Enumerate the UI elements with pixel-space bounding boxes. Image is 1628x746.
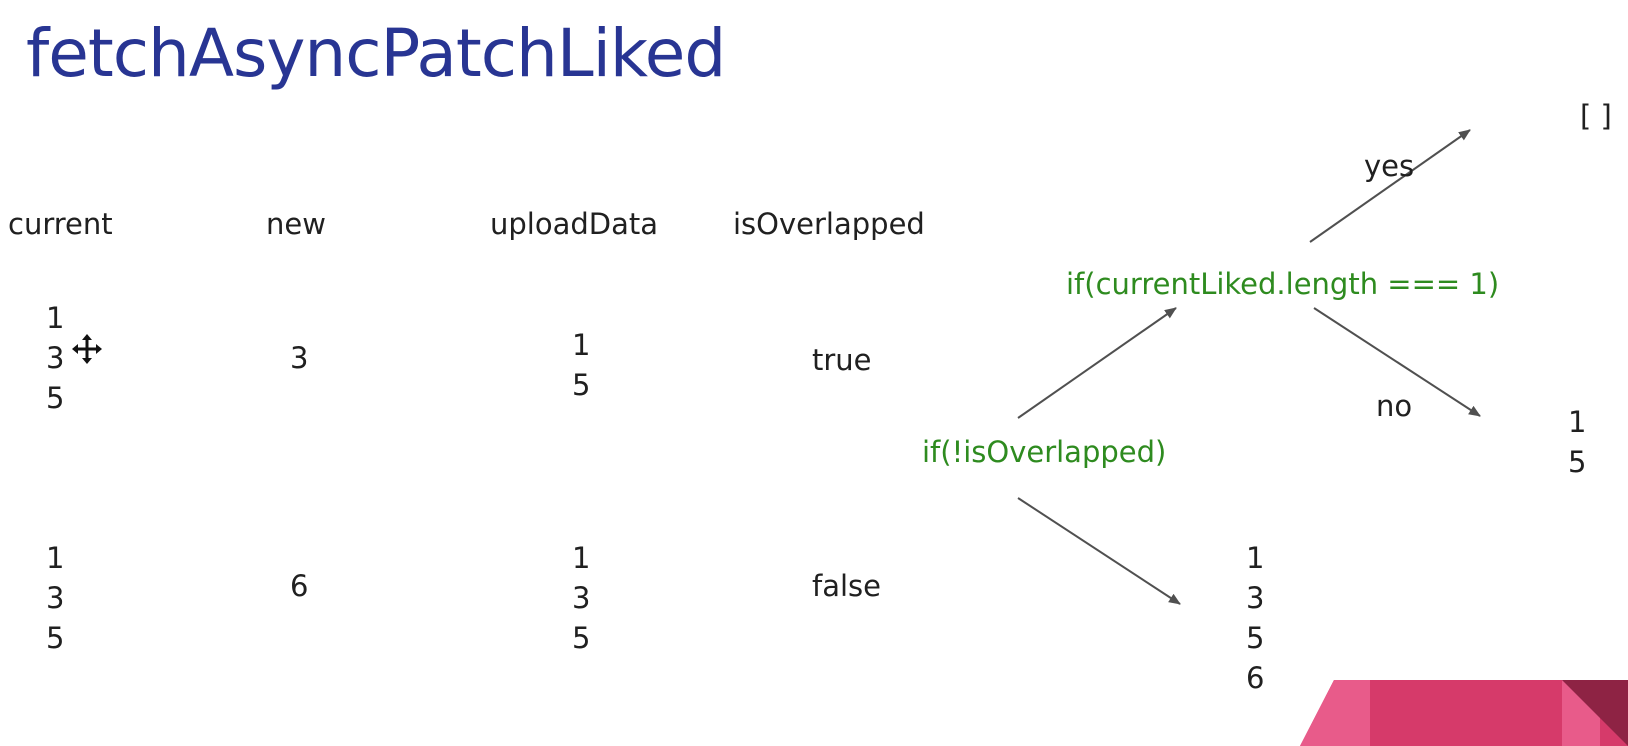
yes-label: yes [1364,149,1415,183]
arrow-overlap-to-result [1017,497,1181,605]
header-new: new [266,207,326,241]
no-label: no [1376,389,1413,423]
result-not-overlapped-value: 6 [1246,661,1265,695]
row2-new-value: 6 [290,569,309,603]
row2-current-value: 3 [46,581,65,615]
condition-not-overlapped: if(!isOverlapped) [922,435,1167,469]
corner-decoration [1300,680,1628,746]
result-not-overlapped-value: 3 [1246,581,1265,615]
header-is-overlapped: isOverlapped [733,207,925,241]
header-upload-data: uploadData [490,207,659,241]
row2-current-values: 1 3 5 [46,538,64,658]
row1-current-values: 1 3 5 [46,298,64,418]
row2-current-value: 1 [46,541,65,575]
result-not-overlapped-value: 1 [1246,541,1265,575]
arrow-overlap-to-length [1017,307,1177,419]
header-current: current [8,207,113,241]
result-no-values: 1 5 [1568,402,1586,482]
row2-current-value: 5 [46,621,65,655]
condition-current-liked-length: if(currentLiked.length === 1) [1066,267,1500,301]
result-not-overlapped-values: 1 3 5 6 [1246,538,1264,698]
result-not-overlapped-value: 5 [1246,621,1265,655]
row2-upload-value: 1 [572,541,591,575]
row1-is-overlapped-value: true [812,343,872,377]
row2-upload-value: 3 [572,581,591,615]
row1-upload-value: 5 [572,368,591,402]
result-no-value: 5 [1568,445,1587,479]
move-cursor-icon [72,334,102,364]
arrow-no [1313,307,1481,417]
row1-upload-value: 1 [572,328,591,362]
row1-current-value: 1 [46,301,65,335]
row2-upload-values: 1 3 5 [572,538,590,658]
row2-upload-value: 5 [572,621,591,655]
result-empty-array: [ ] [1580,99,1612,133]
row1-new-value: 3 [290,341,309,375]
result-no-value: 1 [1568,405,1587,439]
arrow-yes [1309,129,1471,243]
row1-current-value: 5 [46,381,65,415]
row1-upload-values: 1 5 [572,325,590,405]
row1-current-value: 3 [46,341,65,375]
page-title: fetchAsyncPatchLiked [26,15,726,92]
row2-is-overlapped-value: false [812,569,881,603]
